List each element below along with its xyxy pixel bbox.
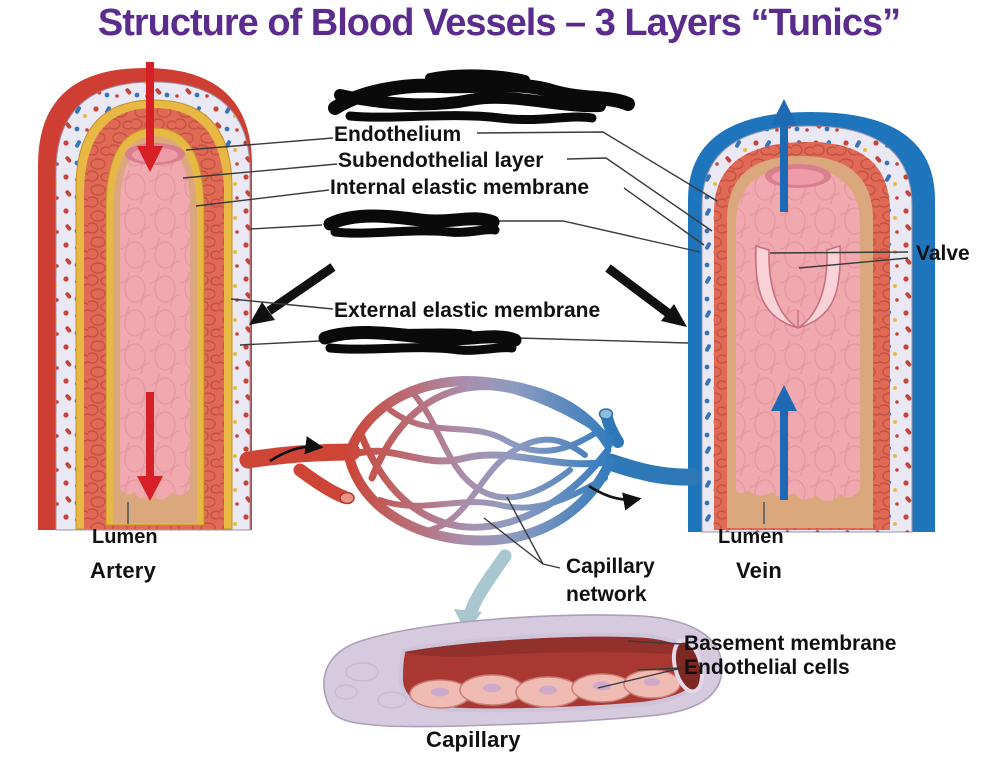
label-artery-lumen: Lumen: [92, 526, 158, 548]
label-capillary: Capillary: [426, 727, 521, 752]
endothelial-cells-art: [409, 669, 681, 709]
artery-flow-arrow-lumen: [137, 392, 163, 501]
vein-illustration: [688, 112, 935, 533]
redacted-scribble-middle: [323, 209, 500, 238]
label-external-elastic-membrane: External elastic membrane: [334, 299, 601, 322]
diagram-title: Structure of Blood Vessels – 3 Layers “T…: [97, 2, 901, 44]
label-internal-elastic-membrane: Internal elastic membrane: [330, 176, 590, 199]
label-capillary-network: Capillary network: [566, 553, 655, 609]
label-artery: Artery: [90, 558, 157, 583]
artery-flow-arrow-top: [137, 62, 163, 172]
vein-flow-arrow-lumen: [771, 385, 797, 500]
leader-lines: [127, 131, 909, 689]
capillary-illustration: [323, 614, 723, 728]
artery-illustration: [38, 68, 252, 531]
pointer-arrow-to-artery: [249, 263, 336, 325]
flow-direction-arrow-right: [588, 484, 642, 511]
label-vein: Vein: [736, 558, 783, 583]
flow-direction-arrow-left: [269, 436, 324, 463]
redacted-scribble-lower: [318, 326, 522, 355]
label-valve: Valve: [916, 242, 970, 265]
pointer-arrow-to-vein: [605, 264, 687, 327]
capillary-network-illustration: [239, 376, 701, 546]
label-subendothelial-layer: Subendothelial layer: [338, 149, 544, 172]
label-basement-membrane: Basement membrane: [684, 632, 897, 655]
label-endothelium: Endothelium: [334, 123, 462, 146]
label-vein-lumen: Lumen: [718, 526, 784, 548]
vein-flow-arrow-top: [771, 99, 797, 212]
venous-valve: [754, 244, 842, 329]
redacted-scribble-top: [328, 69, 635, 125]
label-capillary-network-line1: Capillary: [566, 555, 655, 578]
label-endothelial-cells: Endothelial cells: [684, 656, 850, 679]
label-capillary-network-line2: network: [566, 583, 647, 606]
